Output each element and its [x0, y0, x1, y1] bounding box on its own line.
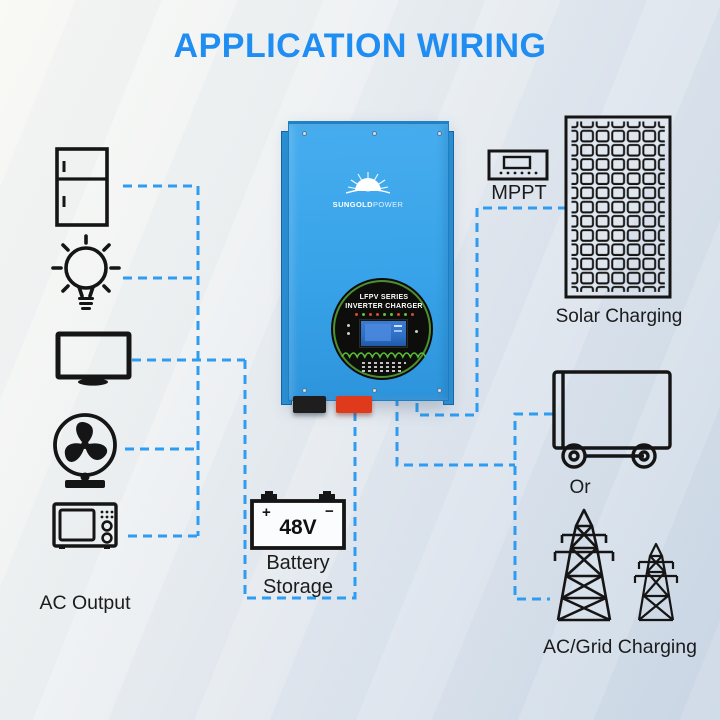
battery-outline-icon [250, 491, 346, 550]
power-tower-small-icon [633, 542, 679, 622]
dc-terminal-negative [293, 396, 326, 413]
spec-microtext [362, 366, 402, 368]
tv-icon [55, 331, 132, 386]
battery-plus-label: + [262, 504, 271, 521]
refrigerator-icon [55, 147, 109, 227]
screw-icon [302, 388, 307, 393]
page-title: APPLICATION WIRING [173, 27, 547, 65]
panel-button-icon [347, 332, 350, 335]
brand-text: SUNGOLDPOWER [332, 200, 404, 209]
power-tower-large-icon [553, 508, 615, 622]
battery-voltage-label: 48V [279, 516, 317, 539]
screw-icon [302, 131, 307, 136]
panel-button-icon [347, 324, 350, 327]
lcd-display [360, 320, 407, 347]
ac-output-label: AC Output [39, 592, 131, 614]
mppt-label: MPPT [491, 182, 547, 204]
microwave-icon [52, 502, 118, 549]
screw-icon [372, 388, 377, 393]
control-panel: LFPV SERIES INVERTER CHARGER [331, 278, 433, 380]
generator-icon [552, 370, 672, 469]
panel-product-label: INVERTER CHARGER [345, 303, 423, 310]
sungoldpower-logo: SUNGOLDPOWER [320, 170, 416, 209]
spec-microtext [362, 362, 406, 364]
screw-icon [437, 131, 442, 136]
fan-icon [53, 413, 117, 488]
led-indicators [335, 313, 433, 316]
battery-icon: + − 48V [249, 489, 347, 553]
sun-logo-icon [345, 172, 391, 194]
solar-charging-label: Solar Charging [555, 306, 683, 327]
or-label: Or [569, 477, 591, 498]
screw-icon [372, 131, 377, 136]
mppt-controller-icon [487, 149, 549, 181]
battery-storage-label: Battery Storage [262, 552, 334, 598]
light-bulb-icon [51, 234, 121, 310]
panel-port-icon [415, 330, 418, 333]
inverter-body: SUNGOLDPOWER LFPV SERIES INVERTER CHARGE… [288, 121, 449, 401]
solar-panel-icon [564, 115, 672, 299]
ac-grid-charging-label: AC/Grid Charging [543, 636, 697, 658]
dc-terminal-positive [336, 396, 372, 413]
sine-wave-icon [341, 352, 427, 359]
transmission-towers-icon [553, 508, 679, 622]
screw-icon [437, 388, 442, 393]
battery-minus-label: − [325, 503, 334, 520]
panel-series-label: LFPV SERIES [359, 294, 409, 301]
spec-microtext [362, 370, 404, 372]
inverter: SUNGOLDPOWER LFPV SERIES INVERTER CHARGE… [281, 121, 454, 417]
